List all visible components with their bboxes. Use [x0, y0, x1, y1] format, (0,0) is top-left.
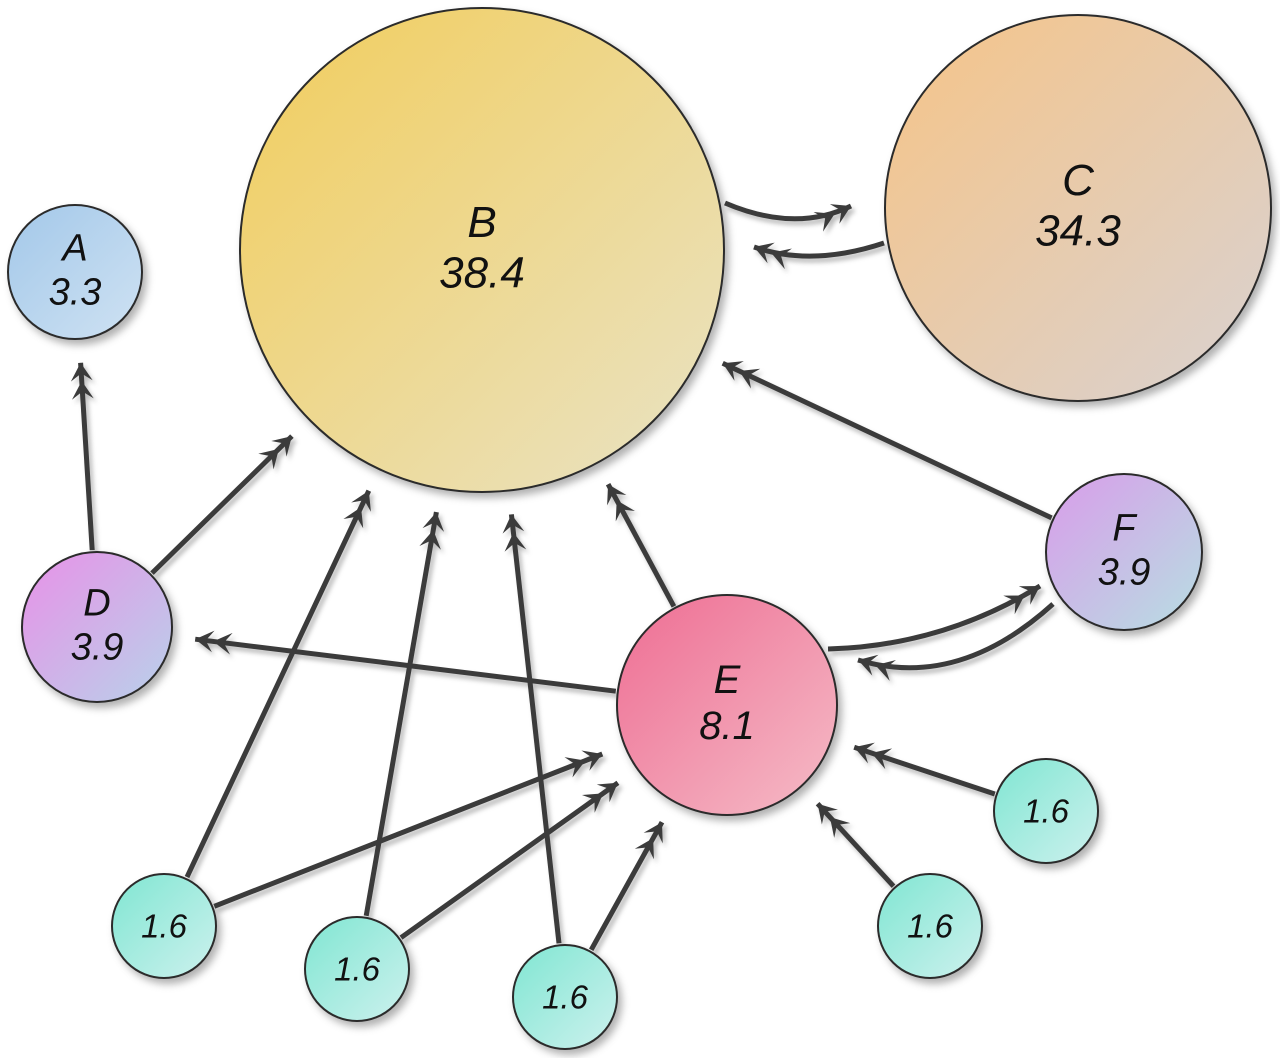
edge-s4-E-arrow	[815, 802, 896, 888]
node-s2: 1.6	[304, 916, 410, 1022]
node-s1-circle	[111, 873, 217, 979]
node-B-circle	[239, 7, 725, 493]
node-C-circle	[884, 14, 1272, 402]
edge-E-B-arrow	[605, 483, 677, 608]
edge-s3-E-arrow	[589, 820, 665, 952]
edge-s1-B-arrow	[184, 489, 372, 879]
node-s2-circle	[304, 916, 410, 1022]
node-s3-label: 1.6	[542, 979, 589, 1016]
edge-C-B-arrow	[753, 240, 885, 270]
edge-E-D-arrow	[194, 630, 617, 694]
edge-s2-E-arrow	[399, 780, 620, 940]
node-F-circle	[1045, 473, 1203, 631]
edge-F-B-arrow	[721, 360, 1053, 521]
node-s5: 1.6	[993, 758, 1099, 864]
node-s4-circle	[877, 873, 983, 979]
node-s5-label: 1.6	[1023, 793, 1070, 830]
edge-s5-E-arrow	[853, 742, 996, 797]
node-s4-label: 1.6	[907, 908, 954, 945]
edge-s2-B-arrow	[363, 511, 445, 917]
node-s3: 1.6	[512, 944, 618, 1050]
node-s2-label: 1.6	[334, 951, 381, 988]
edge-E-F-arrow	[827, 583, 1042, 652]
edge-s1-E-arrow	[213, 750, 604, 909]
edge-F-E-arrow	[857, 602, 1055, 681]
edges-layer	[70, 200, 1055, 952]
edge-s3-B-arrow	[502, 514, 562, 944]
node-s3-circle	[512, 944, 618, 1050]
node-s1: 1.6	[111, 873, 217, 979]
node-s5-circle	[993, 758, 1099, 864]
node-D-circle	[21, 551, 173, 703]
edge-B-C-arrow	[724, 200, 853, 232]
node-s4: 1.6	[877, 873, 983, 979]
node-A-circle	[7, 204, 143, 340]
node-s1-label: 1.6	[141, 908, 188, 945]
edge-D-A-arrow	[70, 362, 95, 551]
node-E-circle	[616, 594, 838, 816]
edge-D-B-arrow	[150, 434, 294, 575]
